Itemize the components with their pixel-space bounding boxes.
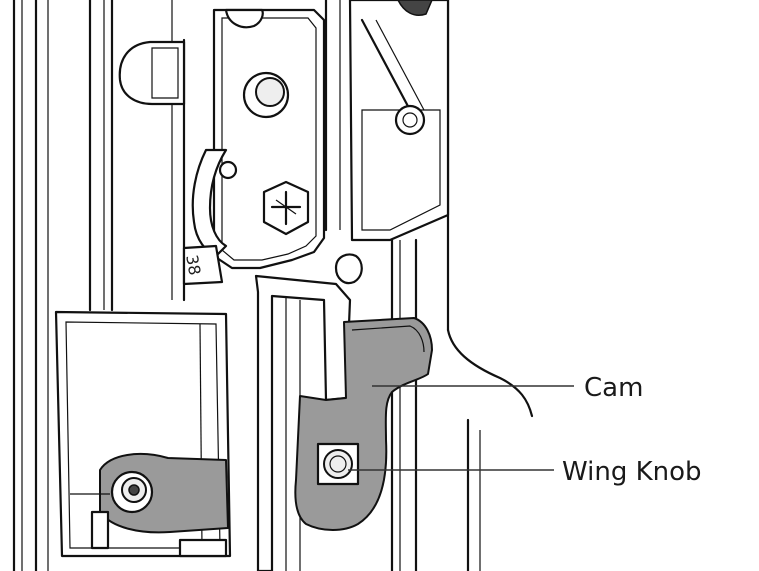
- marked-block: 38: [182, 244, 224, 286]
- main-plate: [212, 8, 326, 270]
- upper-left-tab: [118, 40, 186, 106]
- cam-part: [294, 317, 433, 531]
- left-frame-rails: [12, 0, 186, 571]
- upper-right-housing: [348, 0, 450, 242]
- spring-clip: [191, 148, 238, 258]
- svg-text:38: 38: [182, 253, 204, 276]
- right-frame-rails: [390, 0, 534, 571]
- lever-arm: [254, 274, 352, 571]
- cam-label: Cam: [584, 373, 643, 403]
- wing-knob-label: Wing Knob: [562, 457, 702, 487]
- lower-left-bracket: [54, 310, 232, 558]
- center-strip: [324, 0, 363, 285]
